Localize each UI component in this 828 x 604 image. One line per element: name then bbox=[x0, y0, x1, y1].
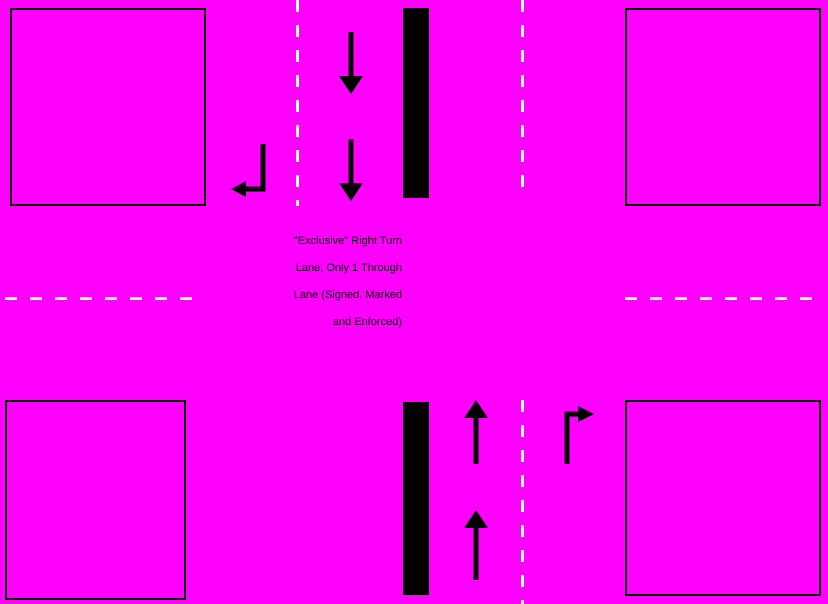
annotation-line-4: and Enforced) bbox=[332, 316, 402, 328]
northbound-right-turn-arrow bbox=[564, 406, 594, 464]
solid-median-bar-north bbox=[403, 8, 429, 198]
northbound-through-arrow-lower bbox=[464, 400, 488, 464]
annotation-line-3: Lane (Signed, Marked bbox=[293, 289, 402, 301]
lane-divider-dash-north-left bbox=[296, 0, 299, 206]
northbound-through-arrow-upper bbox=[464, 510, 488, 580]
southbound-through-arrow-upper bbox=[339, 32, 363, 94]
solid-median-bar-south bbox=[403, 402, 429, 595]
southbound-right-turn-arrow bbox=[231, 144, 266, 197]
lane-divider-dash-north-right bbox=[521, 0, 524, 188]
annotation-exclusive-right-turn: "Exclusive" Right Turn Lane; Only 1 Thro… bbox=[282, 228, 402, 336]
corner-block-top-right bbox=[625, 8, 821, 206]
corner-block-bottom-right bbox=[625, 400, 821, 596]
annotation-line-2: Lane; Only 1 Through bbox=[295, 262, 402, 274]
center-line-dash-east bbox=[625, 297, 821, 300]
corner-block-top-left bbox=[10, 8, 206, 206]
lane-divider-dash-south-right bbox=[521, 400, 524, 604]
center-line-dash-west bbox=[5, 297, 201, 300]
corner-block-bottom-left bbox=[5, 400, 186, 600]
annotation-line-1: "Exclusive" Right Turn bbox=[293, 235, 402, 247]
southbound-through-arrow-lower bbox=[339, 139, 363, 201]
